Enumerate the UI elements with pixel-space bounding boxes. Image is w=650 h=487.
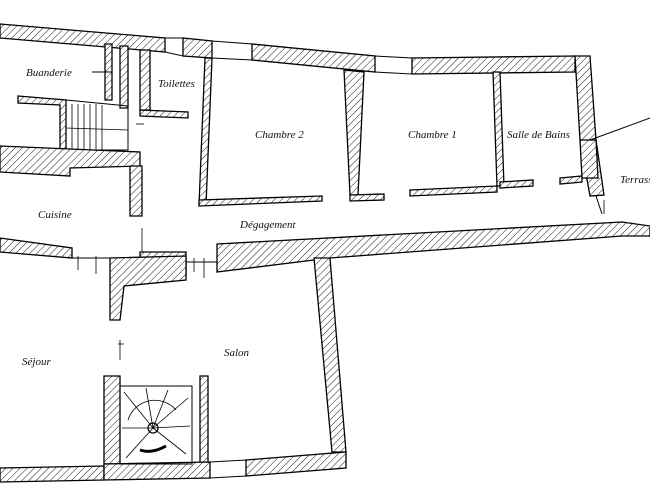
room-label-toilettes: Toilettes (158, 78, 195, 90)
room-label-sejour: Séjour (22, 356, 51, 368)
room-label-degagement: Dégagement (239, 219, 297, 231)
room-label-buanderie: Buanderie (26, 67, 72, 79)
room-label-terrasse: Terrasse (620, 174, 650, 186)
chambre2-walls (198, 57, 385, 207)
top-exterior-wall (0, 23, 576, 75)
room-label-chambre-2: Chambre 2 (255, 129, 304, 141)
chambre1-walls (409, 71, 599, 197)
spiral-stair (119, 385, 193, 465)
room-label-chambre-1: Chambre 1 (408, 129, 457, 141)
door-ticks (77, 123, 605, 360)
room-label-salon: Salon (224, 347, 250, 359)
bottom-exterior-wall (0, 451, 347, 483)
salon-walls (103, 255, 347, 465)
room-label-cuisine: Cuisine (38, 209, 72, 221)
service-walls (92, 43, 189, 119)
right-exterior-wall (574, 55, 650, 215)
room-label-salle-de-bains: Salle de Bains (507, 129, 570, 141)
stair-block (0, 95, 143, 217)
